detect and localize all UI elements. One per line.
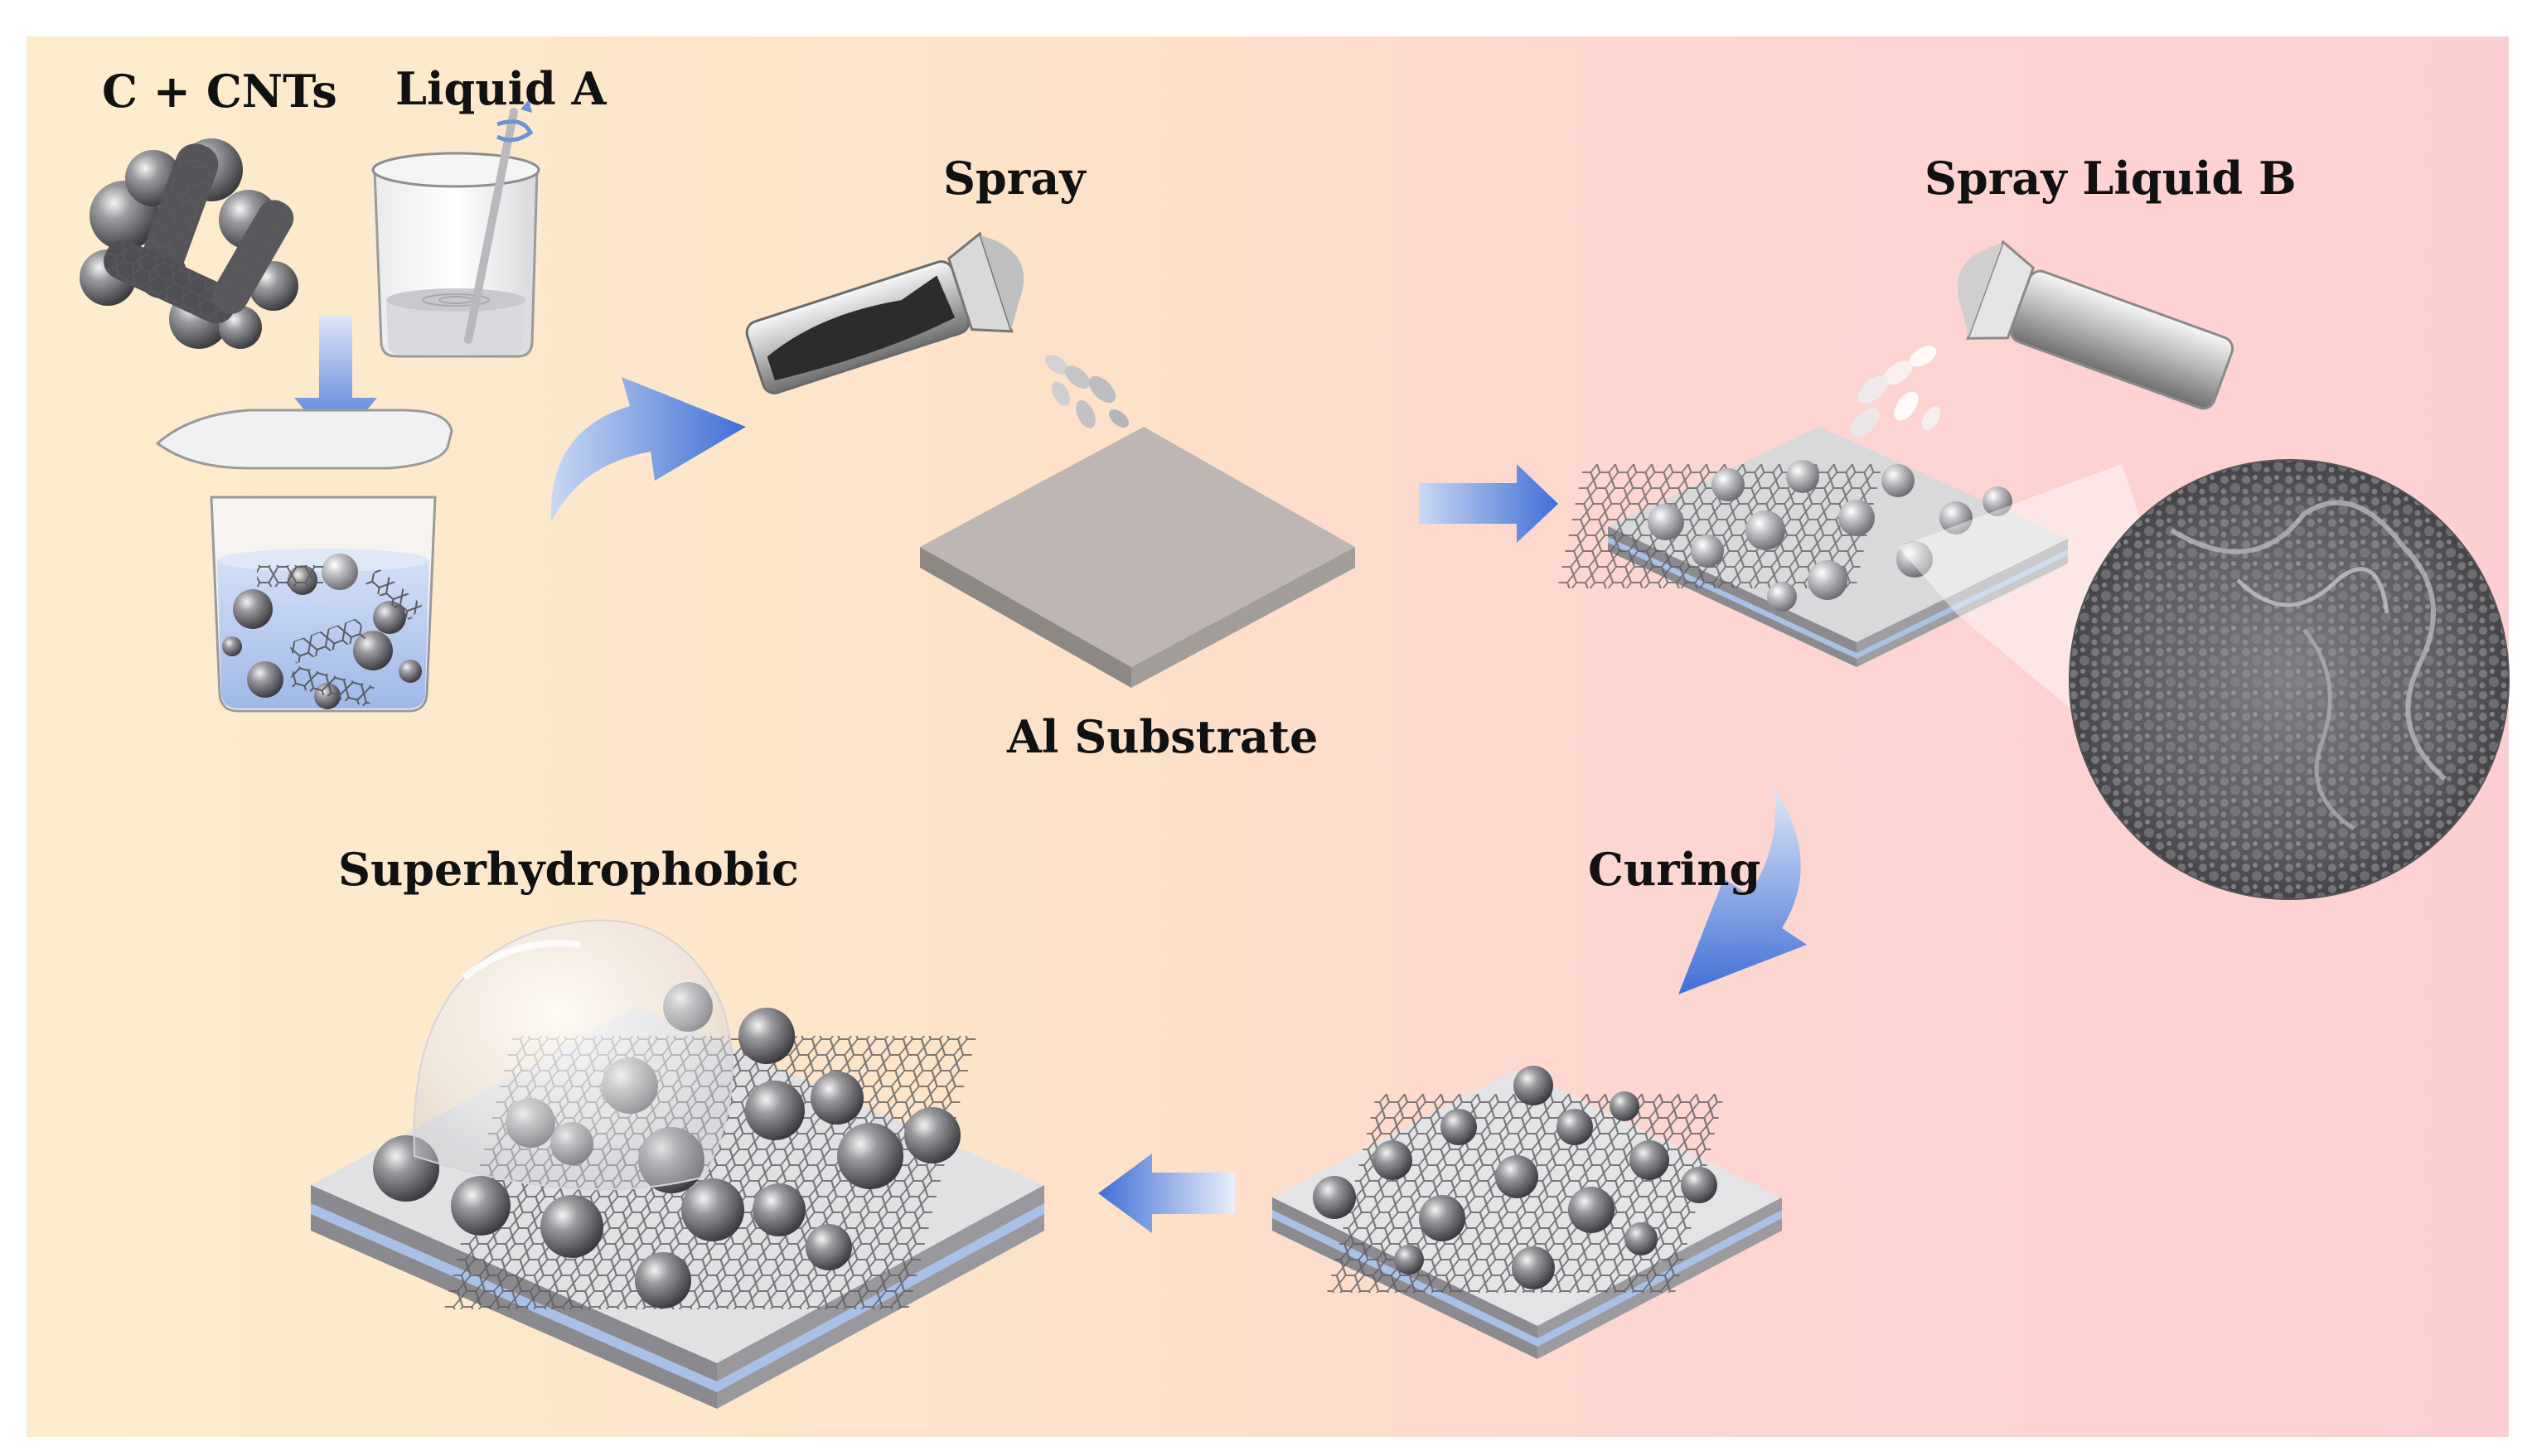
right-arrow-to-liquid-b [1419, 464, 1558, 543]
label-superhydrophobic: Superhydrophobic [338, 843, 799, 896]
label-curing: Curing [1588, 843, 1761, 896]
label-spray-liquid-b: Spray Liquid B [1924, 152, 2297, 205]
al-substrate-plate [920, 427, 1355, 688]
label-spray: Spray [943, 152, 1086, 205]
curing-arrow [1678, 787, 1807, 994]
liquid-a-beaker-illustration [371, 99, 540, 358]
coated-plate-liquid-b [1557, 239, 2234, 667]
label-c-cnts: C + CNTs [102, 65, 337, 118]
cured-plate-illustration [1272, 1066, 1782, 1359]
left-arrow-to-result [1098, 1154, 1235, 1233]
sem-magnified-view [1898, 459, 2510, 900]
curved-arrow-to-spray [550, 377, 746, 522]
label-liquid-a: Liquid A [395, 62, 607, 115]
mixing-beaker-illustration [155, 409, 453, 713]
c-cnts-cluster-illustration [80, 138, 298, 349]
superhydrophobic-plate-illustration [311, 919, 1044, 1409]
label-al-substrate: Al Substrate [1007, 710, 1319, 763]
spray-can-mixture-illustration [745, 231, 1129, 428]
